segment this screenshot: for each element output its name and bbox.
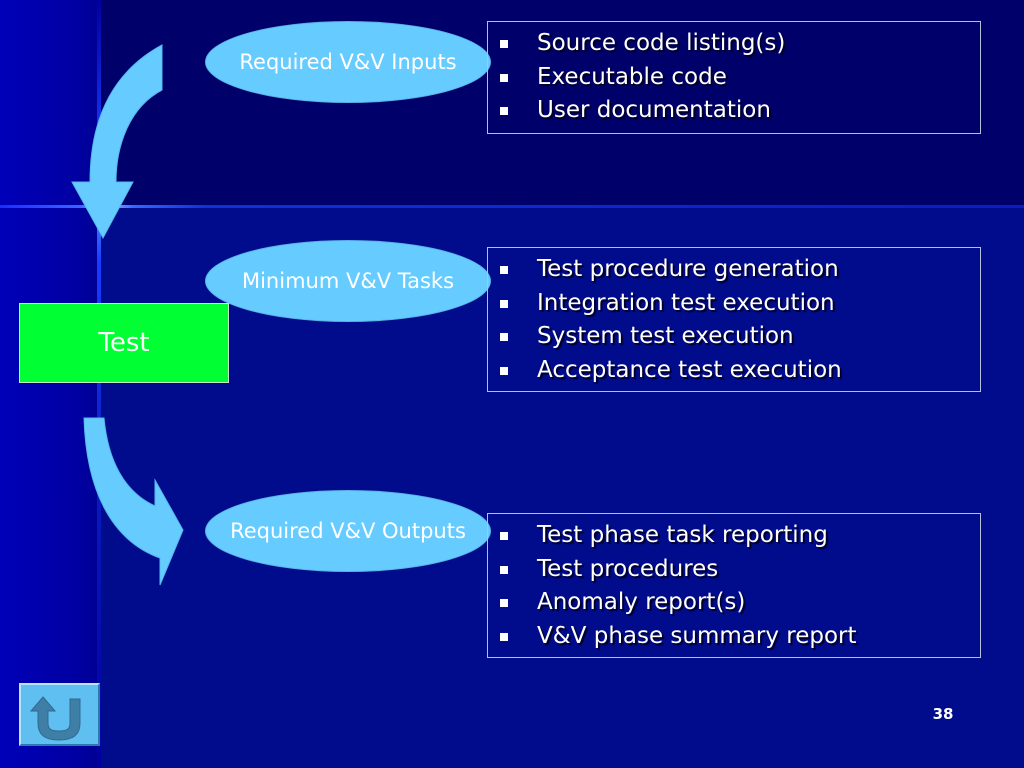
- outputs-label: Required V&V Outputs: [230, 519, 466, 543]
- inputs-label: Required V&V Inputs: [239, 50, 457, 74]
- tasks-list-box: Test procedure generation Integration te…: [487, 247, 981, 392]
- inputs-list-box: Source code listing(s) Executable code U…: [487, 21, 981, 134]
- background-left-strip: [0, 0, 100, 768]
- outputs-list-box: Test phase task reporting Test procedure…: [487, 513, 981, 658]
- page-number: 38: [932, 705, 954, 723]
- background-top-band: [0, 0, 1024, 207]
- outputs-list: Test phase task reporting Test procedure…: [488, 519, 980, 653]
- list-item: V&V phase summary report: [488, 620, 980, 654]
- inputs-ellipse: Required V&V Inputs: [205, 21, 491, 103]
- outputs-ellipse: Required V&V Outputs: [205, 490, 491, 572]
- return-u-turn-icon: [29, 696, 81, 741]
- return-button[interactable]: [19, 683, 100, 746]
- list-item: Test phase task reporting: [488, 519, 980, 553]
- output-curved-arrow: [83, 417, 184, 586]
- tasks-list: Test procedure generation Integration te…: [488, 253, 980, 387]
- list-item: Anomaly report(s): [488, 586, 980, 620]
- inputs-list: Source code listing(s) Executable code U…: [488, 27, 980, 128]
- list-item: Source code listing(s): [488, 27, 980, 61]
- input-curved-arrow: [71, 44, 163, 240]
- test-node: Test: [19, 303, 229, 383]
- list-item: Acceptance test execution: [488, 354, 980, 388]
- list-item: Integration test execution: [488, 287, 980, 321]
- list-item: Test procedures: [488, 553, 980, 587]
- list-item: System test execution: [488, 320, 980, 354]
- list-item: Test procedure generation: [488, 253, 980, 287]
- list-item: User documentation: [488, 94, 980, 128]
- horizontal-accent-line: [0, 205, 1024, 208]
- vertical-accent-line: [97, 0, 101, 768]
- test-node-label: Test: [98, 328, 150, 358]
- tasks-label: Minimum V&V Tasks: [241, 269, 455, 293]
- list-item: Executable code: [488, 61, 980, 95]
- tasks-ellipse: Minimum V&V Tasks: [205, 240, 491, 322]
